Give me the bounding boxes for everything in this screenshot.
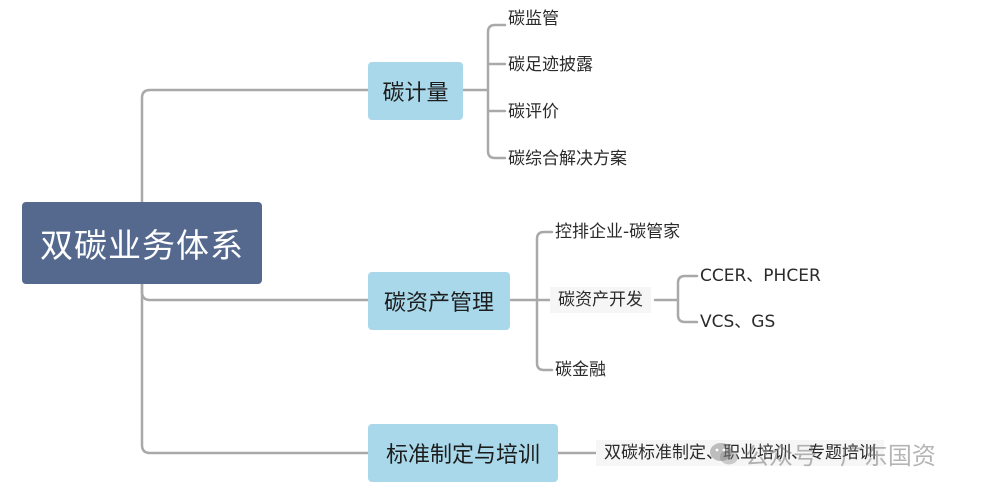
branch-standards-training[interactable]: 标准制定与培训 bbox=[368, 424, 558, 482]
leaf-vcs-gs[interactable]: VCS、GS bbox=[700, 312, 776, 332]
branch-carbon-asset-management[interactable]: 碳资产管理 bbox=[368, 272, 510, 330]
leaf-carbon-evaluation[interactable]: 碳评价 bbox=[508, 102, 559, 122]
leaf-ccer-phcer[interactable]: CCER、PHCER bbox=[700, 266, 821, 286]
wechat-icon bbox=[710, 442, 738, 464]
leaf-emission-enterprise-steward[interactable]: 控排企业-碳管家 bbox=[555, 222, 681, 242]
leaf-standards-training-detail[interactable]: 双碳标准制定、职业培训、专题培训 bbox=[596, 440, 884, 466]
root-node[interactable]: 双碳业务体系 bbox=[22, 202, 262, 284]
watermark: 公众号 · 广东国资 bbox=[709, 436, 936, 471]
connector-root-carbon-measurement bbox=[140, 88, 370, 204]
connector-asset-bracket bbox=[508, 230, 554, 372]
leaf-carbon-asset-development[interactable]: 碳资产开发 bbox=[550, 287, 651, 313]
connector-root-standards-training bbox=[140, 282, 370, 455]
leaf-carbon-integrated-solution[interactable]: 碳综合解决方案 bbox=[508, 149, 627, 169]
connector-root-carbon-asset bbox=[140, 282, 370, 302]
leaf-carbon-finance[interactable]: 碳金融 bbox=[555, 360, 606, 380]
connector-dev-bracket bbox=[653, 274, 699, 324]
watermark-text: 公众号 · 广东国资 bbox=[745, 442, 936, 470]
leaf-carbon-supervision[interactable]: 碳监管 bbox=[508, 9, 559, 29]
leaf-carbon-footprint-disclosure[interactable]: 碳足迹披露 bbox=[508, 55, 593, 75]
connector-measurement-bracket bbox=[461, 23, 507, 160]
branch-carbon-measurement[interactable]: 碳计量 bbox=[368, 62, 463, 120]
